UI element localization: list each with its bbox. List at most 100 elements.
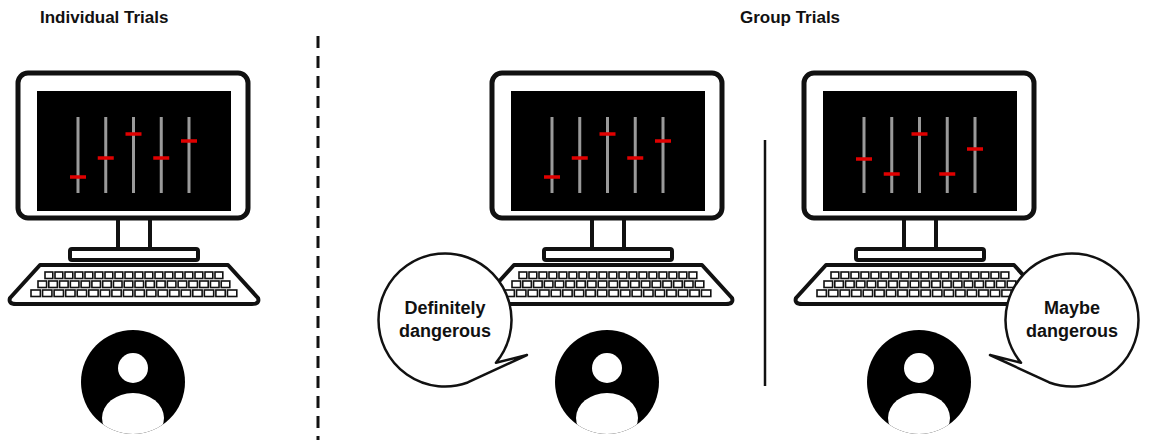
keyboard-key <box>932 281 941 288</box>
keyboard-key <box>678 290 687 297</box>
keyboard-key <box>147 290 156 297</box>
monitor-frame <box>18 73 248 218</box>
section-heading: Individual Trials <box>40 8 168 28</box>
keyboard-key <box>921 272 929 279</box>
keyboard-key <box>629 272 637 279</box>
keyboard-key <box>210 281 219 288</box>
keyboard-key <box>135 272 143 279</box>
divider-solid <box>764 140 767 386</box>
monitor-screen <box>511 91 705 211</box>
keyboard-key <box>901 272 909 279</box>
keyboard-key <box>979 290 988 297</box>
keyboard-key <box>620 281 629 288</box>
keyboard-key <box>167 281 176 288</box>
keyboard-key <box>956 290 965 297</box>
keyboard-key <box>551 290 560 297</box>
slider-track <box>132 117 135 193</box>
keyboard-key <box>43 290 52 297</box>
keyboard-key <box>100 290 109 297</box>
keyboard-key <box>115 272 123 279</box>
slider-marker <box>126 132 142 136</box>
keyboard-key <box>170 290 179 297</box>
keyboard-key <box>829 290 838 297</box>
keyboard-key <box>49 281 58 288</box>
bubble-text: Definitely dangerous <box>393 297 497 344</box>
keyboard-key <box>597 290 606 297</box>
slider-marker <box>627 156 643 160</box>
keyboard-key <box>991 272 999 279</box>
slider-marker <box>856 157 872 161</box>
keyboard-key <box>38 281 47 288</box>
keyboard-key <box>85 272 93 279</box>
keyboard-key <box>931 272 939 279</box>
keyboard-key <box>579 272 587 279</box>
keyboard-key <box>953 281 962 288</box>
keyboard <box>10 265 259 304</box>
keyboard-key <box>641 281 650 288</box>
keyboard-key <box>586 290 595 297</box>
keyboard-key <box>981 272 989 279</box>
keyboard-key <box>846 281 855 288</box>
keyboard-key <box>77 290 86 297</box>
monitor-frame <box>804 73 1034 218</box>
keyboard-key <box>652 281 661 288</box>
slider-track <box>578 117 581 193</box>
keyboard-key <box>70 281 79 288</box>
keyboard-key <box>943 281 952 288</box>
keyboard-key <box>598 281 607 288</box>
keyboard-key <box>185 272 193 279</box>
person-shoulders <box>102 393 164 442</box>
keyboard-key <box>577 281 586 288</box>
keyboard-key <box>674 281 683 288</box>
slider-track <box>863 117 866 193</box>
keyboard-key <box>189 281 198 288</box>
slider-marker <box>600 132 616 136</box>
keyboard-key <box>701 290 710 297</box>
keyboard-key <box>852 290 861 297</box>
keyboard-key <box>659 272 667 279</box>
keyboard-key <box>181 290 190 297</box>
monitor-frame <box>492 73 722 218</box>
keyboard-key <box>75 272 83 279</box>
slider-track <box>77 117 80 193</box>
keyboard-key <box>899 281 908 288</box>
slider-marker <box>884 172 900 176</box>
keyboard-key <box>103 281 112 288</box>
keyboard-key <box>878 281 887 288</box>
keyboard-key <box>539 272 547 279</box>
keyboard-key <box>135 281 144 288</box>
keyboard-key <box>886 290 895 297</box>
keyboard-key <box>205 272 213 279</box>
keyboard-key <box>667 290 676 297</box>
keyboard-key <box>655 290 664 297</box>
keyboard-key <box>92 281 101 288</box>
keyboard-key <box>689 272 697 279</box>
slider-marker <box>98 156 114 160</box>
keyboard-key <box>951 272 959 279</box>
slider-marker <box>70 175 86 179</box>
person-shoulders <box>576 393 638 442</box>
keyboard-key <box>619 272 627 279</box>
keyboard-key <box>621 290 630 297</box>
keyboard-key <box>215 272 223 279</box>
keyboard-key <box>669 272 677 279</box>
person-head <box>904 353 934 383</box>
keyboard-key <box>817 290 826 297</box>
monitor-neck <box>904 216 936 249</box>
keyboard-key <box>921 290 930 297</box>
keyboard-key <box>871 272 879 279</box>
slider-track <box>890 117 893 193</box>
keyboard-key <box>898 290 907 297</box>
keyboard-key <box>55 272 63 279</box>
bubble-outline <box>1004 252 1140 388</box>
keyboard-key <box>631 281 640 288</box>
computer <box>484 73 733 304</box>
keyboard-key <box>875 290 884 297</box>
keyboard-key <box>891 272 899 279</box>
slider-track <box>160 117 163 193</box>
person-icon <box>555 330 659 442</box>
keyboard-key <box>910 281 919 288</box>
slider-track <box>104 117 107 193</box>
person-head <box>118 353 148 383</box>
